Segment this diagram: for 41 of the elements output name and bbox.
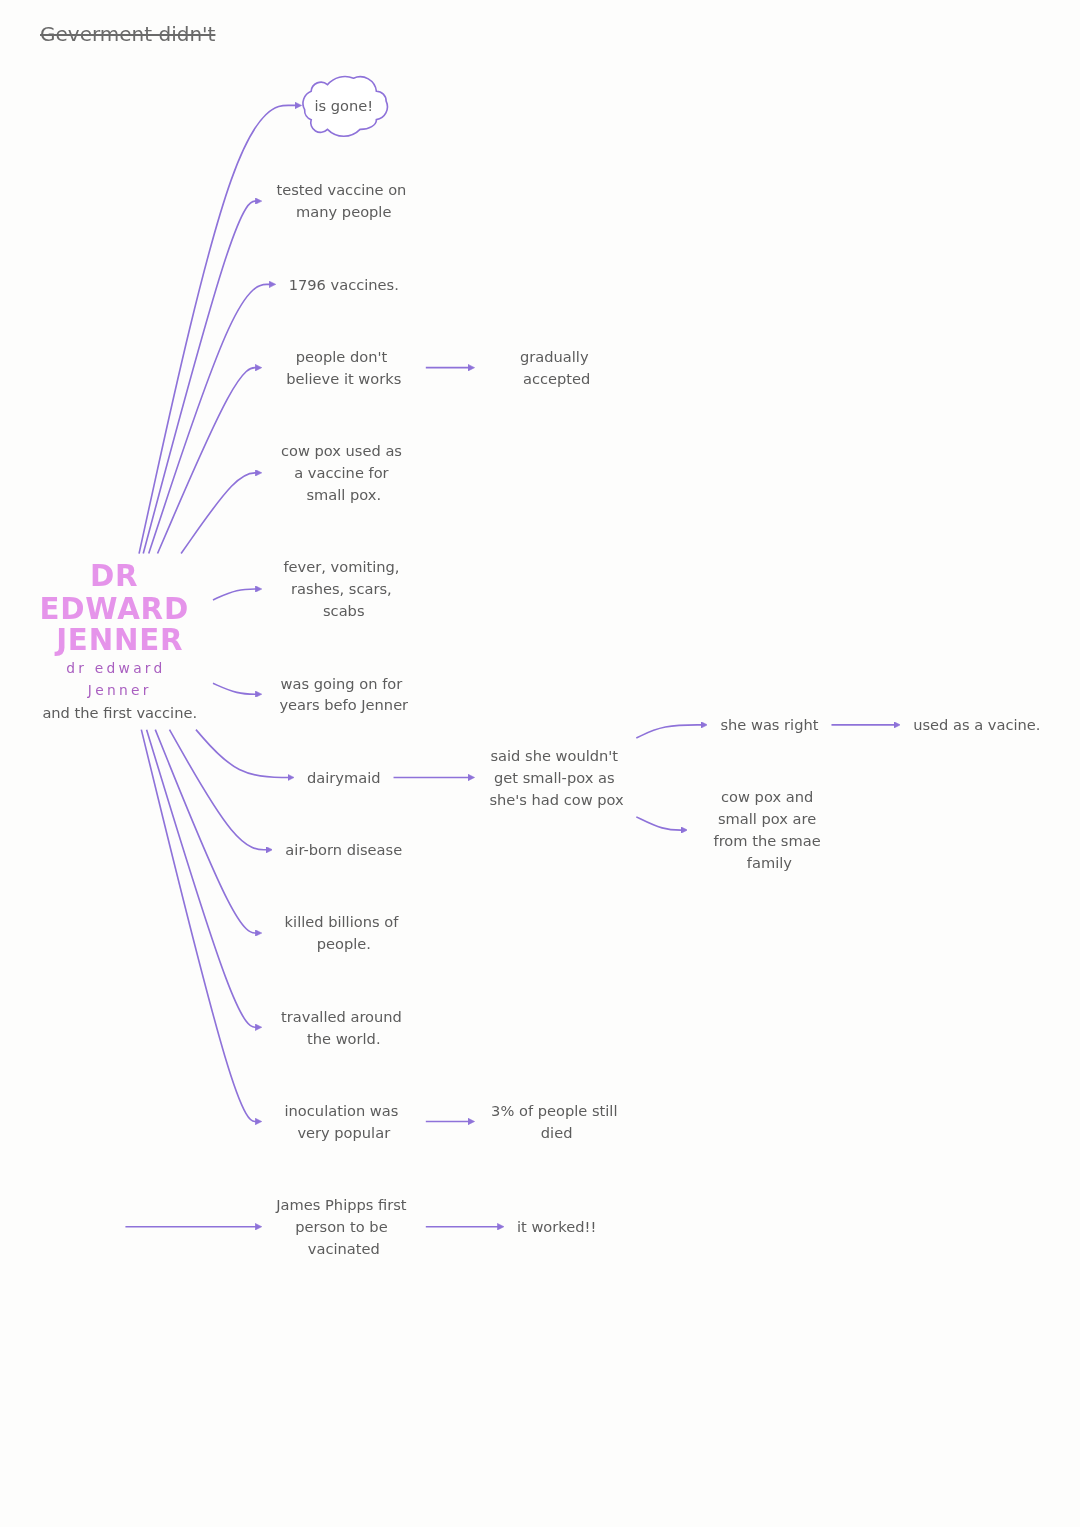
arrow: [147, 280, 276, 555]
node-text: used as a vacine.: [913, 716, 1041, 734]
node-text: 3% of people still died: [491, 1102, 618, 1141]
arrow: [138, 101, 302, 555]
arrow: [142, 197, 263, 555]
node-text: inoculation was very popular: [284, 1102, 399, 1141]
arrow: [425, 364, 475, 372]
arrow: [425, 1223, 505, 1231]
arrow: [145, 728, 263, 1031]
node-text: was going on for years befo Jenner: [279, 674, 409, 714]
node-text: dairymaid: [307, 768, 381, 786]
arrow: [195, 728, 295, 782]
arrow: [212, 682, 263, 698]
arrow: [392, 773, 475, 782]
arrow: [154, 728, 263, 937]
node-text: gradually accepted: [520, 348, 591, 388]
arrow: [830, 721, 901, 729]
node-text: it worked!!: [516, 1218, 597, 1236]
arrow: [212, 585, 263, 601]
node-text: she was right: [720, 716, 819, 734]
arrow: [124, 1223, 263, 1231]
arrow: [635, 816, 688, 834]
node-text: killed billions of people.: [284, 913, 399, 953]
node-text: travalled around the world.: [281, 1007, 402, 1047]
arrow: [156, 364, 263, 555]
node-text: DR EDWARD JENNER dr edward Jenner and the first vaccine.: [39, 559, 198, 721]
node-text: tested vaccine on many people: [276, 181, 407, 221]
node-text: air-born disease: [285, 841, 403, 859]
arrow: [168, 728, 273, 854]
node-text: people don't believe it works: [286, 348, 402, 388]
node-text: 1796 vaccines.: [288, 275, 399, 293]
arrow: [140, 728, 263, 1126]
node-text: cow pox and small pox are from the smae family: [713, 788, 821, 872]
arrow: [180, 469, 263, 555]
crossed-out-note: Geverment didn't: [40, 22, 216, 46]
node-text: said she wouldn't get small-pox as she's had cow pox: [489, 747, 624, 808]
arrow: [635, 721, 708, 739]
node-text: fever, vomiting, rashes, scars, scabs: [283, 558, 400, 620]
node-text: cow pox used as a vaccine for small pox.: [280, 442, 402, 504]
node-text: James Phipps first person to be vacinated: [276, 1196, 407, 1258]
arrow: [425, 1117, 475, 1126]
